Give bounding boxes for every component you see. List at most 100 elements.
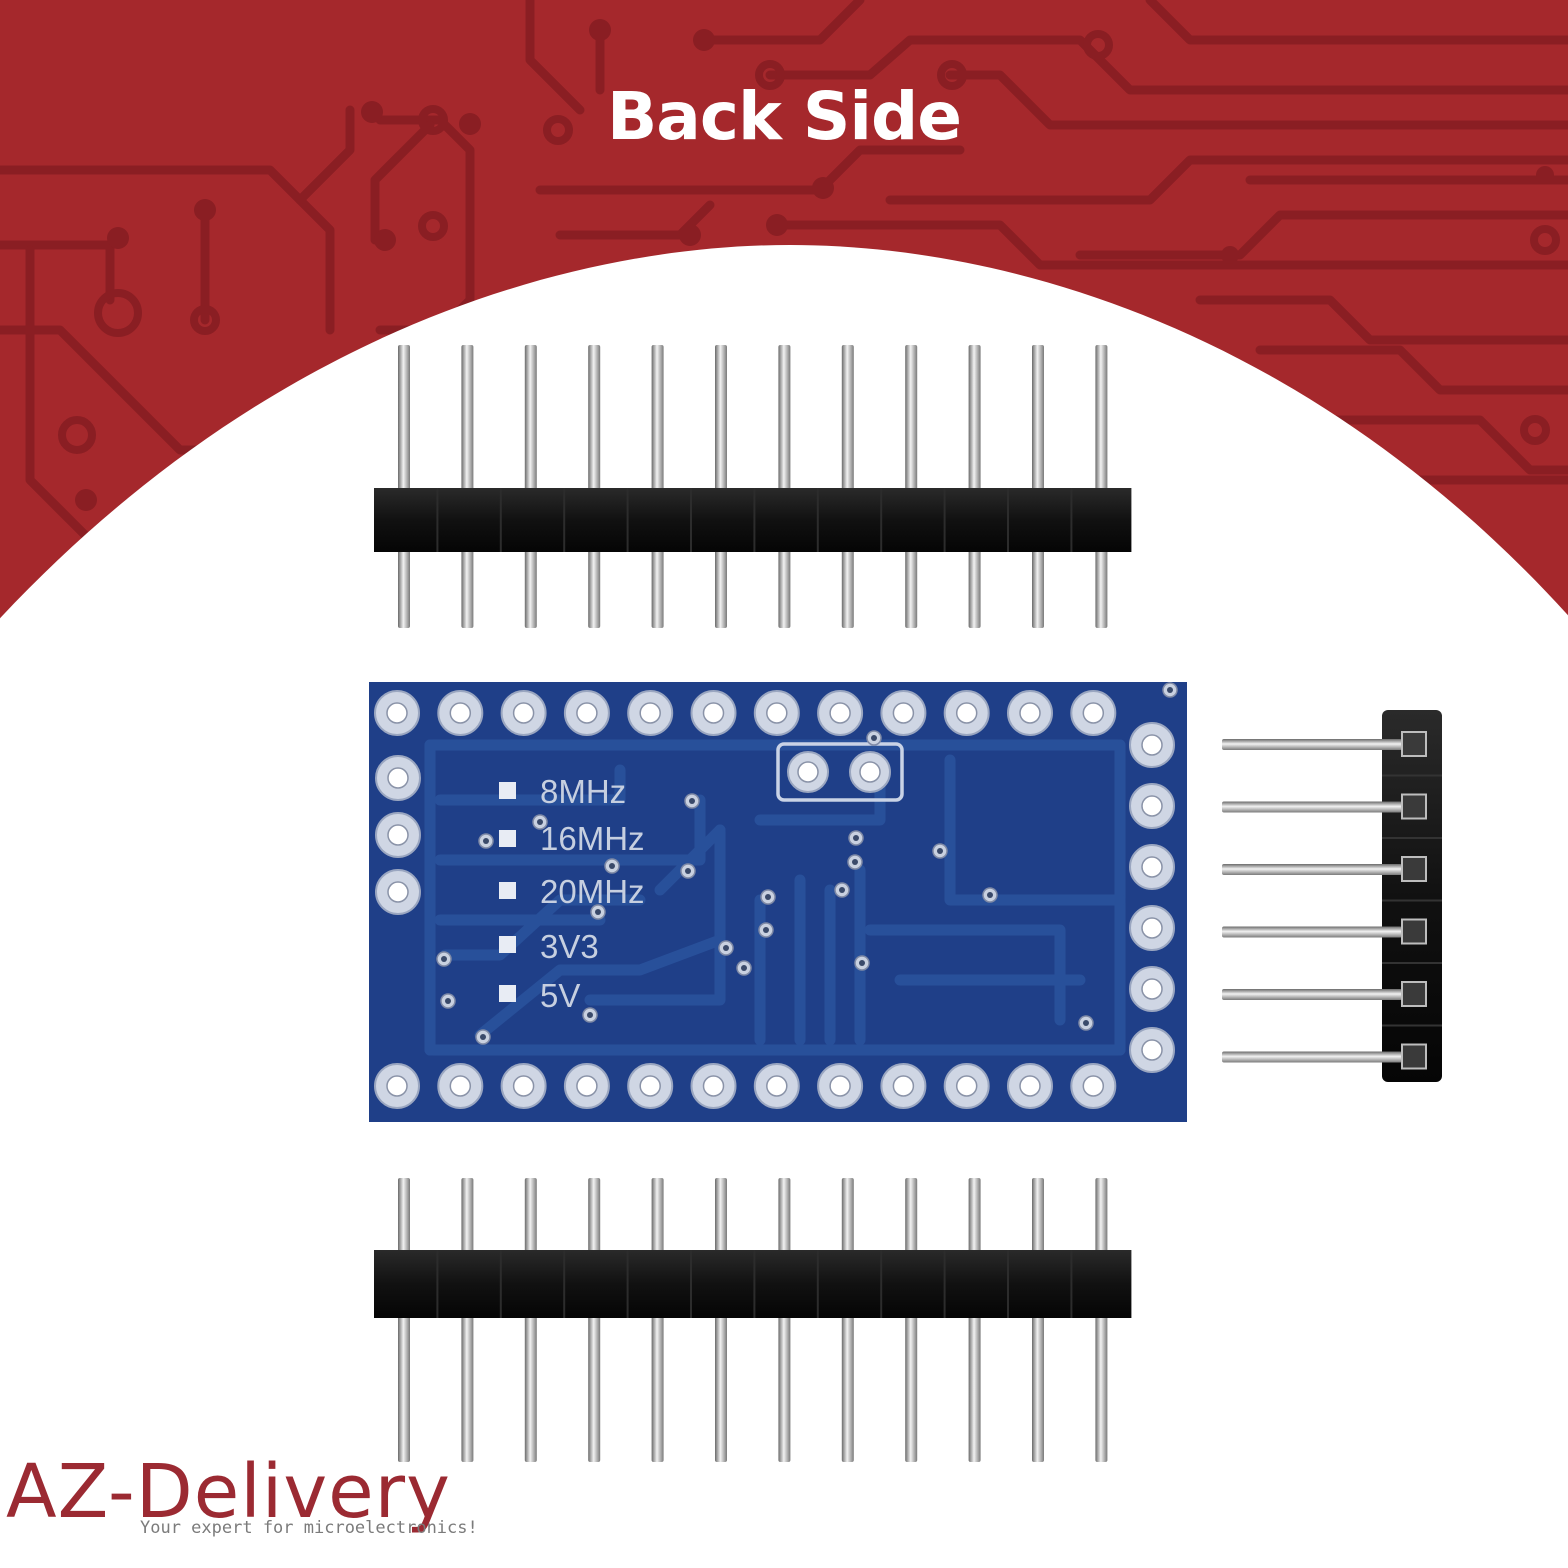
header-pin [968,1178,981,1462]
header-pin [1222,739,1402,750]
header-pin [778,1178,791,1462]
header-pin [1222,989,1402,1000]
header-pin [398,1178,410,1462]
solder-hole [1019,702,1041,724]
via-hole [859,960,865,966]
page-title: Back Side [607,78,962,155]
via-hole [987,892,993,898]
header-pin [1032,1178,1044,1462]
via-hole [609,863,615,869]
via-hole [871,735,877,741]
header-pin-end [1401,1043,1427,1070]
via-hole [595,909,601,915]
pin-header-top [374,345,1132,628]
solder-hole [1141,978,1163,1000]
via-hole [937,848,943,854]
header-pin-end [1401,731,1427,757]
header-pin [1222,1051,1402,1063]
header-pin [588,1178,601,1462]
header-pin [1095,1178,1108,1462]
header-pin [524,345,537,628]
solder-hole [955,702,978,724]
header-pin [905,1178,918,1462]
via-hole [852,859,858,865]
header-pin [841,345,854,628]
header-pin [1222,801,1402,813]
solder-jumper [499,782,516,799]
solder-hole [1082,702,1105,724]
via-hole [853,835,859,841]
via-hole [1167,687,1173,693]
solder-hole [1141,1039,1163,1061]
via-hole [483,838,489,844]
header-pin [968,345,981,628]
header-pin [841,1178,854,1462]
solder-hole [766,702,788,724]
header-pin [588,345,601,628]
solder-hole [829,702,851,724]
header-pin [1032,345,1044,628]
solder-hole [702,1075,725,1097]
header-pin [1095,345,1108,628]
header-body [374,488,1132,552]
pin-header-bottom [374,1178,1132,1462]
solder-hole [449,702,472,724]
brand-logo: AZ-Delivery Your expert for microelectro… [6,1452,506,1562]
solder-jumper [499,830,516,847]
via-hole [723,945,729,951]
solder-hole [1141,734,1163,756]
solder-hole [766,1075,788,1097]
solder-hole [387,881,409,903]
via-hole [741,965,747,971]
solder-hole [512,702,535,724]
header-pin [524,1178,537,1462]
via-hole [1083,1020,1089,1026]
header-pin-end [1401,981,1427,1007]
via-hole [480,1034,486,1040]
solder-hole [859,761,881,783]
solder-hole [387,767,409,789]
via-hole [685,868,691,874]
via-hole [441,956,447,962]
header-pin [461,345,474,628]
solder-jumper [499,882,516,899]
solder-hole [386,702,408,724]
solder-hole [892,1075,915,1097]
via-hole [839,887,845,893]
solder-hole [829,1075,851,1097]
solder-hole [449,1075,472,1097]
header-pin-end [1401,793,1427,820]
via-hole [445,998,451,1004]
solder-hole [1141,856,1163,878]
header-pin [715,345,727,628]
via-hole [765,894,771,900]
solder-hole [387,824,409,846]
brand-name: AZ-Delivery [6,1449,451,1535]
header-pin [715,1178,727,1462]
solder-jumper [499,936,516,953]
via-hole [587,1012,593,1018]
solder-hole [1141,917,1163,939]
solder-jumper [499,985,516,1002]
via-hole [537,819,543,825]
solder-hole [955,1075,978,1097]
solder-hole [576,1075,598,1097]
header-pin [651,345,664,628]
solder-hole [576,702,598,724]
header-pin-end [1401,918,1427,945]
solder-hole [386,1075,408,1097]
header-pin [778,345,791,628]
pcb-board [369,682,1187,1122]
solder-hole [1141,795,1163,817]
solder-hole [1019,1075,1041,1097]
header-pin [398,345,410,628]
header-pin [1222,926,1402,938]
header-pin [461,1178,474,1462]
solder-hole [639,702,661,724]
solder-hole [892,702,915,724]
brand-tagline: Your expert for microelectronics! [140,1518,478,1538]
header-pin-end [1401,856,1427,882]
via-hole [763,927,769,933]
solder-hole [702,702,725,724]
